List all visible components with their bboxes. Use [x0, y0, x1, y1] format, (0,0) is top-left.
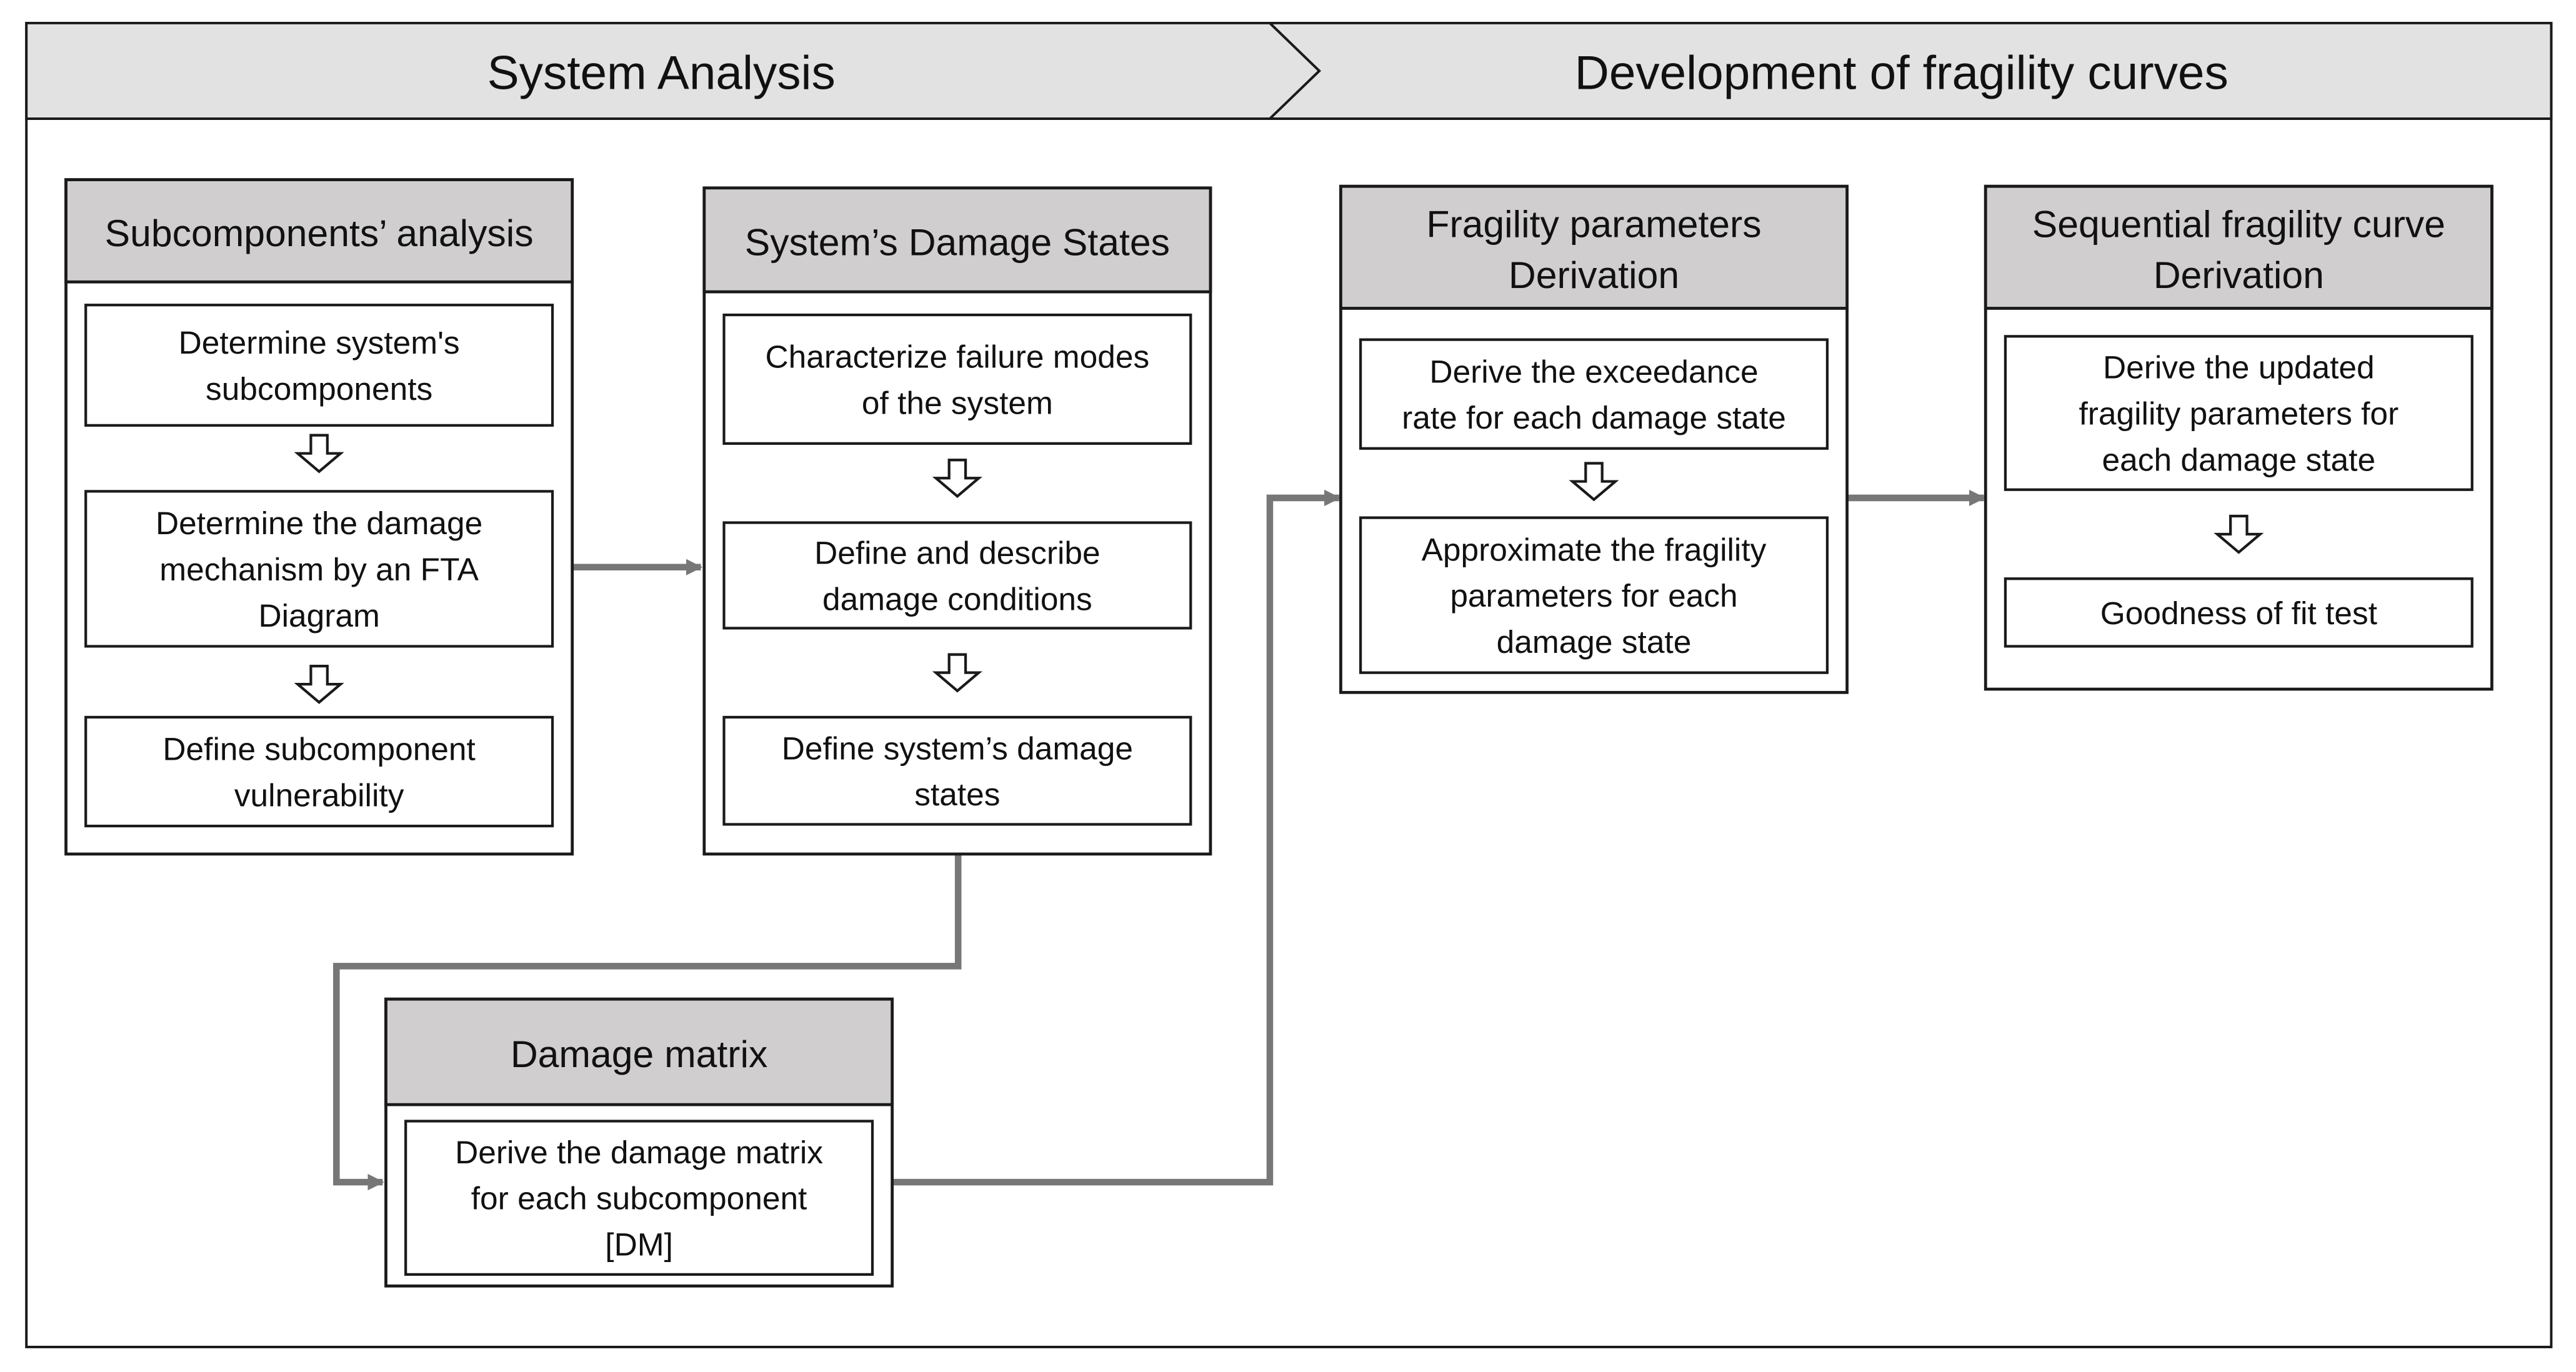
step-text-line-1: Define subcomponent — [162, 731, 475, 767]
step-box: Define and describe damage conditions — [722, 521, 1192, 630]
step-box-frame — [2004, 335, 2474, 491]
down-arrow-icon — [1569, 462, 1619, 502]
panel-title-line-1: Damage matrix — [511, 1033, 767, 1075]
step-box: Characterize failure modes of the system — [722, 313, 1192, 445]
step-text-line-2: vulnerability — [234, 777, 404, 813]
panel-header — [702, 186, 1212, 294]
banner-system-analysis-label: System Analysis — [487, 47, 836, 100]
step-text-line-2: rate for each damage state — [1402, 399, 1786, 435]
connector-damage-matrix-to-fragility-params — [892, 489, 1341, 1186]
step-text-line-2: of the system — [862, 384, 1053, 420]
step-box-frame — [1359, 338, 1829, 450]
step-text-line-3: Diagram — [258, 597, 379, 634]
step-box-frame — [722, 715, 1192, 826]
panel-title-line-2: Derivation — [2154, 254, 2324, 296]
connectors — [333, 489, 1986, 1191]
step-box-frame — [722, 313, 1192, 445]
step-box-frame — [84, 304, 554, 427]
banner-right-segment — [1267, 21, 2553, 120]
panel-sequential: Sequential fragility curveDerivationDeri… — [1984, 184, 2494, 691]
down-arrow-icon — [294, 665, 344, 704]
step-text-line-3: each damage state — [2102, 441, 2376, 477]
step-text-line-2: subcomponents — [206, 370, 432, 407]
down-arrow-icon — [932, 653, 982, 693]
step-box-frame — [1359, 516, 1829, 674]
panel-title-line-1: Sequential fragility curve — [2032, 202, 2445, 245]
connector-damage-states-to-damage-matrix — [333, 853, 962, 1191]
step-text-line-1: Derive the updated — [2103, 349, 2375, 385]
step-box-frame — [404, 1120, 874, 1276]
down-arrow-icon — [2214, 514, 2264, 554]
step-box-frame — [2004, 577, 2474, 648]
step-box: Derive the exceedance rate for each damag… — [1359, 338, 1829, 450]
step-text-line-3: damage state — [1497, 624, 1692, 660]
down-arrow-icon — [932, 459, 982, 499]
step-text-line-2: damage conditions — [822, 580, 1092, 617]
step-box: Define system’s damage states — [722, 715, 1192, 826]
step-text-line-1: Define system’s damage — [782, 730, 1133, 766]
step-box-frame — [722, 521, 1192, 630]
panel-title-line-1: Subcomponents’ analysis — [105, 212, 534, 254]
step-text-line-1: Characterize failure modes — [766, 339, 1150, 375]
panel-title-line-1: Fragility parameters — [1426, 202, 1761, 245]
step-text-line-1: Derive the exceedance — [1429, 353, 1758, 389]
step-text-line-1: Define and describe — [814, 535, 1101, 571]
phase-banner: System Analysis Development of fragility… — [25, 21, 2553, 120]
step-text-line-2: mechanism by an FTA — [159, 551, 479, 587]
step-box-frame — [84, 490, 554, 648]
banner-fragility-curves-label: Development of fragility curves — [1575, 47, 2229, 100]
step-box: Determine the damage mechanism by an FTA D… — [84, 490, 554, 648]
panel-title-line-2: Derivation — [1509, 254, 1679, 296]
step-text-line-1: Determine system's — [179, 324, 460, 360]
step-box: Derive the updated fragility parameters f… — [2004, 335, 2474, 491]
down-arrow-icon — [294, 434, 344, 474]
step-box: Define subcomponent vulnerability — [84, 715, 554, 828]
step-text-line-2: for each subcomponent — [471, 1180, 807, 1216]
panel-title-line-1: System’s Damage States — [745, 221, 1170, 263]
step-text-line-3: [DM] — [605, 1226, 673, 1263]
step-text-line-2: states — [914, 776, 1000, 812]
step-text-line-2: parameters for each — [1450, 577, 1737, 614]
step-text-line-1: Approximate the fragility — [1422, 531, 1767, 567]
step-box: Approximate the fragility parameters for … — [1359, 516, 1829, 674]
step-box-frame — [84, 715, 554, 828]
panel-header — [64, 178, 574, 284]
panel-header — [1984, 184, 2494, 310]
panel-header — [1339, 184, 1849, 310]
step-text-line-2: fragility parameters for — [2079, 395, 2399, 432]
step-text-line-1: Goodness of fit test — [2100, 595, 2377, 631]
step-text-line-1: Determine the damage — [156, 505, 482, 541]
panel-header — [384, 997, 894, 1106]
step-text-line-1: Derive the damage matrix — [455, 1134, 823, 1170]
step-box: Goodness of fit test — [2004, 577, 2474, 648]
step-box: Determine system's subcomponents — [84, 304, 554, 427]
step-box: Derive the damage matrix for each subcomp… — [404, 1120, 874, 1276]
